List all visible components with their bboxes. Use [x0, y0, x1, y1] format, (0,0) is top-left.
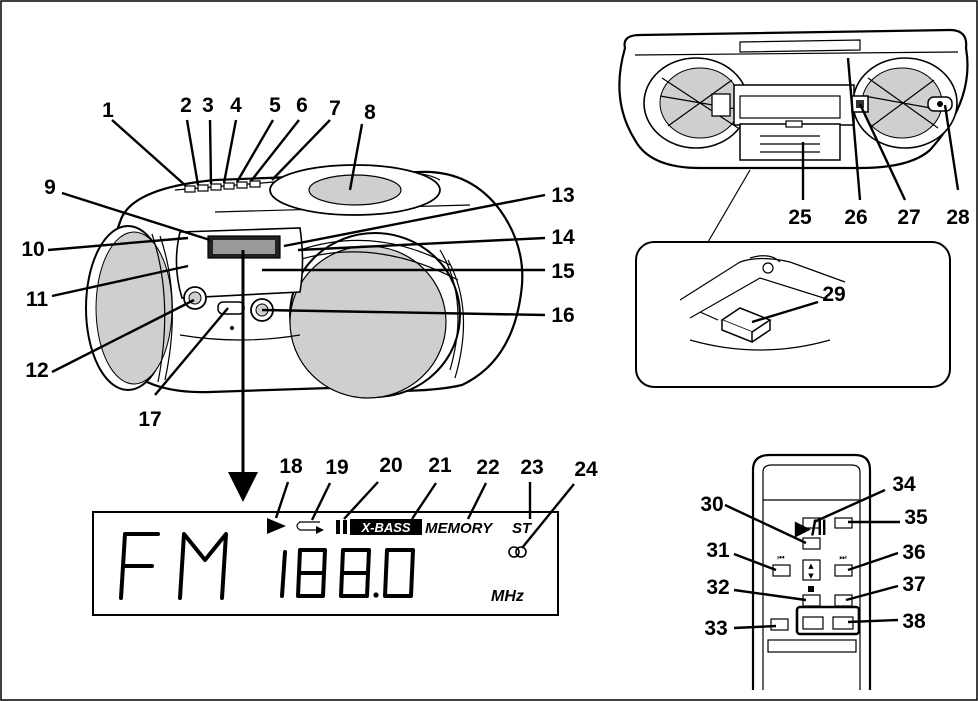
- callout-20: 20: [379, 454, 402, 477]
- callout-numbers: 1 2 3 4 5 6 7 8 9 10 11 12 13 14 15 16 1…: [21, 94, 970, 640]
- svg-text:▶/‖: ▶/‖: [795, 517, 827, 540]
- lcd-xbass-box: [350, 519, 422, 535]
- callout-31: 31: [706, 539, 730, 562]
- callout-17: 17: [138, 408, 161, 431]
- remote-skip-back-button: [772, 564, 791, 577]
- callout-30: 30: [700, 493, 723, 516]
- lcd-play-indicator: [267, 518, 286, 534]
- top-button-4: [223, 182, 235, 190]
- callout-8: 8: [364, 101, 376, 124]
- callout-18: 18: [279, 455, 303, 478]
- top-button-5: [236, 181, 248, 189]
- lcd-unit-label: MHz: [491, 588, 524, 605]
- top-button-6: [249, 180, 261, 188]
- callout-13: 13: [551, 184, 574, 207]
- callout-6: 6: [296, 94, 308, 117]
- svg-text:⏮: ⏮: [777, 553, 784, 562]
- front-slot: [217, 301, 245, 315]
- top-button-2: [197, 184, 209, 192]
- top-button-3: [210, 183, 222, 191]
- callout-lines-remote: [724, 488, 900, 630]
- callout-1: 1: [102, 99, 114, 122]
- callout-29: 29: [822, 283, 845, 306]
- remote-control: ▶/‖ ▲ ▼ ⏮ ⏭: [751, 453, 872, 690]
- callout-38: 38: [902, 610, 926, 633]
- remote-repeat-button: [770, 618, 789, 631]
- remote-button-34: [802, 517, 821, 529]
- callout-23: 23: [520, 456, 543, 479]
- callout-32: 32: [706, 576, 729, 599]
- remote-volume-down-button: [802, 616, 824, 630]
- callout-28: 28: [946, 206, 970, 229]
- lcd-pause-bar-1: [336, 520, 340, 534]
- callout-22: 22: [476, 456, 499, 479]
- lcd-stereo-label: ST: [512, 520, 533, 537]
- callout-21: 21: [428, 454, 452, 477]
- callout-37: 37: [902, 573, 925, 596]
- callout-3: 3: [202, 94, 214, 117]
- remote-button-37: [834, 594, 853, 607]
- callout-lines-lcd: [274, 481, 575, 549]
- boombox-front-view: [85, 164, 524, 399]
- callout-5: 5: [269, 94, 281, 117]
- remote-skip-forward-button: [834, 564, 853, 577]
- callout-14: 14: [551, 226, 575, 249]
- lcd-pause-bar-2: [343, 520, 347, 534]
- lcd-repeat-indicator: [296, 521, 324, 534]
- callout-12: 12: [25, 359, 48, 382]
- callout-2: 2: [180, 94, 192, 117]
- callout-lines-main: [47, 119, 546, 396]
- battery-cover: [739, 123, 841, 161]
- lcd-memory-label: MEMORY: [425, 520, 494, 537]
- callout-25: 25: [788, 206, 812, 229]
- callout-4: 4: [230, 94, 242, 117]
- svg-text:⏭: ⏭: [839, 553, 846, 562]
- callout-16: 16: [551, 304, 574, 327]
- callout-36: 36: [902, 541, 925, 564]
- lcd-band-digits: [119, 532, 228, 600]
- svg-text:▲: ▲: [808, 562, 814, 570]
- callout-lines-back: [801, 57, 960, 201]
- lcd-frequency-digits: [280, 548, 415, 598]
- callout-15: 15: [551, 260, 575, 283]
- callout-24: 24: [574, 458, 598, 481]
- callout-11: 11: [26, 288, 49, 311]
- callout-26: 26: [844, 206, 867, 229]
- callout-34: 34: [892, 473, 916, 496]
- lcd-stereo-ring-2: [515, 546, 527, 558]
- callout-19: 19: [325, 456, 348, 479]
- svg-text:▼: ▼: [808, 572, 814, 580]
- top-button-1: [184, 185, 196, 193]
- callout-35: 35: [904, 506, 928, 529]
- lcd-display: X-BASS MEMORY ST MHz: [92, 511, 559, 616]
- callout-10: 10: [21, 238, 44, 261]
- callout-33: 33: [704, 617, 727, 640]
- remote-tune-button: [802, 559, 821, 581]
- lcd-stereo-ring-1: [508, 546, 520, 558]
- callout-27: 27: [897, 206, 920, 229]
- battery-detail-inset: [635, 241, 951, 388]
- callout-9: 9: [44, 176, 56, 199]
- callout-7: 7: [329, 97, 341, 120]
- boombox-back-view: [618, 28, 969, 170]
- zoom-arrow-head: [228, 472, 258, 502]
- remote-play-pause-button: [802, 537, 821, 550]
- lcd-xbass-label: X-BASS: [360, 520, 410, 535]
